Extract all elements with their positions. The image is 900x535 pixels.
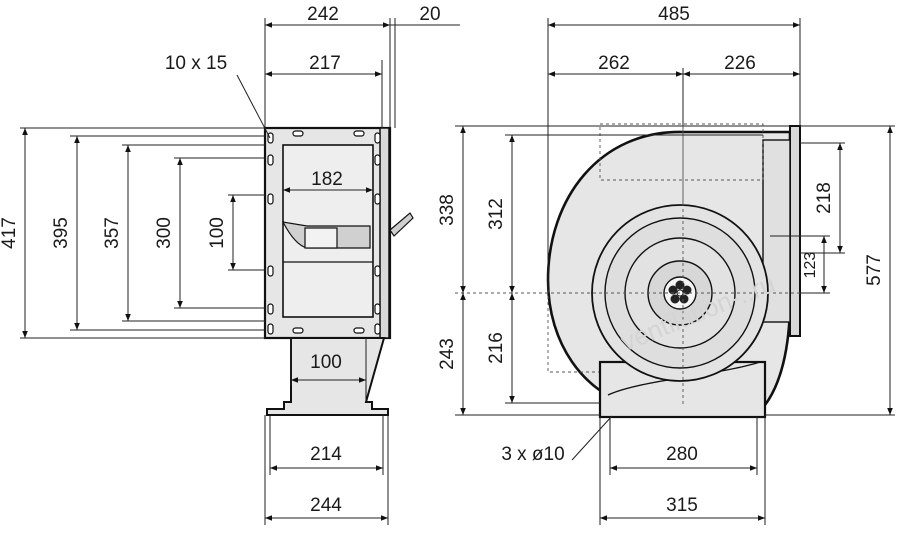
dim-357: 357 [102,217,123,249]
dim-holes-spec: 3 x ø10 [501,444,564,465]
side-view [263,126,414,416]
outlet-flange [789,125,801,337]
dim-100-foot: 100 [310,352,342,373]
dim-485: 485 [658,4,690,25]
dim-312: 312 [486,198,507,230]
dim-216: 216 [486,332,507,364]
side-dimensions [20,18,460,525]
dim-214: 214 [310,444,342,465]
dim-217: 217 [309,53,341,74]
dim-123: 123 [802,252,819,279]
dim-242: 242 [307,4,339,25]
side-motor-block [304,227,338,249]
dim-280: 280 [666,444,698,465]
front-view [455,80,801,419]
dim-417: 417 [0,217,20,249]
dim-hole-spec: 10 x 15 [165,53,227,74]
front-dimensions [455,18,895,525]
dim-218: 218 [814,182,835,214]
dim-244: 244 [310,495,342,516]
dim-338: 338 [437,194,458,226]
dim-315: 315 [666,495,698,516]
dim-182: 182 [311,169,343,190]
dim-100-vertical: 100 [207,217,228,249]
dim-262: 262 [598,53,630,74]
side-foot [266,337,389,416]
dim-243: 243 [437,338,458,370]
dim-20: 20 [419,4,440,25]
dim-226: 226 [724,53,756,74]
side-motor-lug [389,212,414,237]
side-back-plate [379,127,390,339]
dim-300: 300 [154,217,175,249]
dim-577: 577 [864,254,885,286]
dim-395: 395 [51,217,72,249]
side-mounting-holes [267,130,381,335]
